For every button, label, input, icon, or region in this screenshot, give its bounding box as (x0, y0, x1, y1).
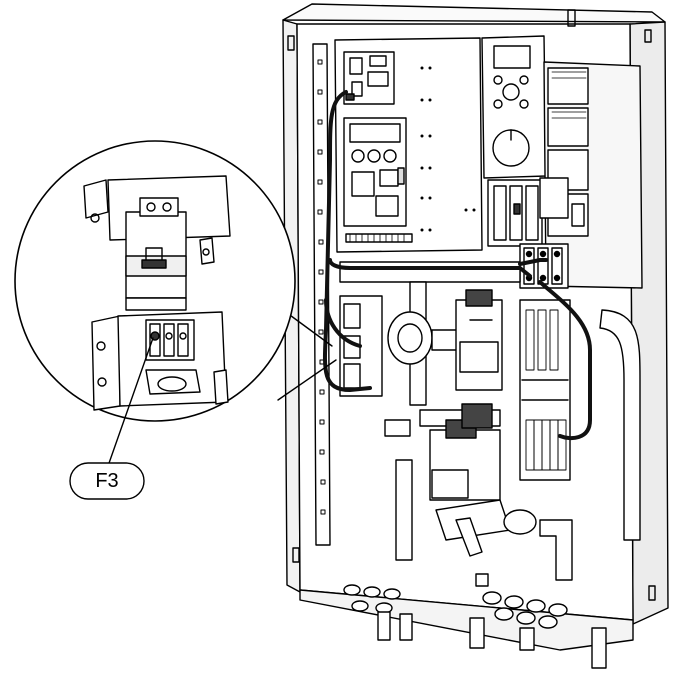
valve-actuator-lower (429, 403, 501, 501)
valve-actuator-upper (455, 289, 503, 391)
detail-magnifier (14, 140, 296, 422)
left-mounting-rail (312, 43, 331, 546)
display-screen (493, 45, 531, 69)
wiring-cable (323, 90, 592, 440)
f3-terminal-block (145, 319, 195, 361)
circuit-board-main (343, 117, 407, 227)
cable-glands (343, 573, 568, 629)
circulation-pump (339, 295, 461, 397)
pipe-stubs (377, 611, 607, 669)
cable-clip (145, 369, 201, 395)
f3-leader-line (107, 337, 154, 467)
electrical-panel (334, 37, 483, 253)
control-display-unit (481, 35, 547, 179)
pipework (339, 261, 641, 581)
control-knob-icon (502, 83, 520, 101)
terminal-strip (519, 299, 571, 481)
f3-callout-bubble (69, 462, 145, 500)
filter-valve (435, 499, 537, 557)
contactor-block (519, 243, 569, 289)
breaker-block (487, 177, 569, 247)
circuit-board-top (343, 51, 395, 105)
circuit-breaker-f3 (125, 197, 187, 311)
